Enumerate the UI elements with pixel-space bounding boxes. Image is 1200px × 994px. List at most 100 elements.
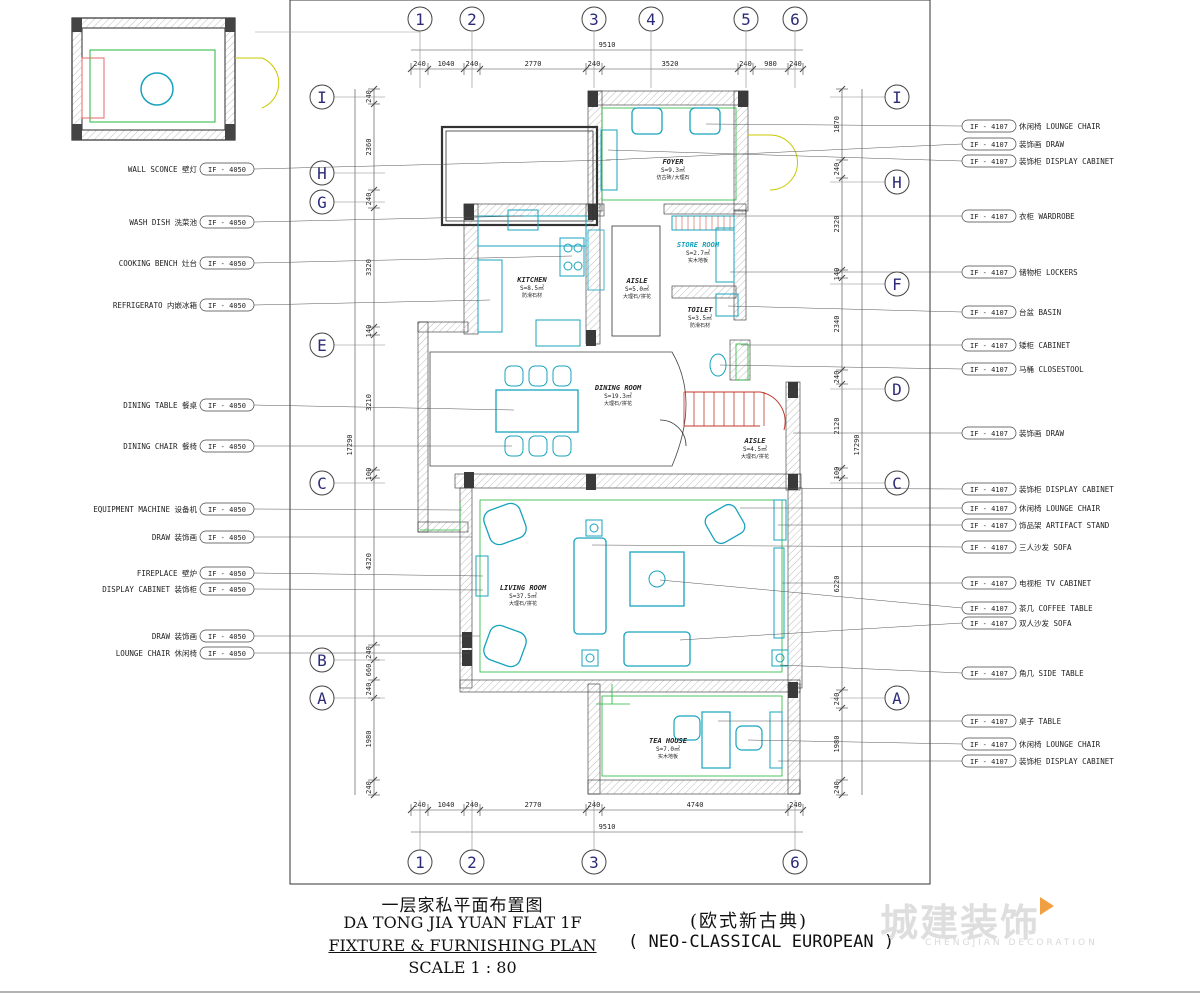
dimension-label: 4740 (687, 801, 704, 809)
pantry-cabinet (587, 229, 605, 291)
callout-code: IF - 4107 (970, 718, 1008, 726)
living-inlay (479, 499, 783, 673)
dimension-label: 100 (833, 467, 841, 480)
leader-line (253, 404, 515, 411)
room-floor: 防滑石材 (690, 322, 710, 329)
callout-code: IF - 4107 (970, 213, 1008, 221)
dimension-label: 3210 (365, 394, 373, 411)
room-floor: 实木地板 (688, 257, 708, 264)
grid-bubble (638, 6, 664, 32)
sheet-frame (289, 0, 931, 885)
room-name: TOILET (687, 306, 713, 314)
dimension-label: 1040 (438, 60, 455, 68)
room-floor: 防滑石材 (522, 292, 542, 299)
leader-line (719, 364, 963, 370)
wall-segment (463, 203, 479, 335)
callout-right: IF - 4107 休闲椅 LOUNGE CHAIR (705, 119, 1101, 133)
callout-code: IF - 4107 (970, 123, 1008, 131)
callout-badge (961, 540, 1017, 554)
callout-text: DRAW 装饰画 (152, 631, 197, 641)
lockers (715, 227, 735, 283)
callout-text: EQUIPMENT MACHINE 设备机 (93, 504, 197, 514)
breakfast-table (535, 319, 581, 347)
callout-text: REFRIGERATO 内嵌冰箱 (113, 300, 198, 310)
dimension-label: 240 (833, 781, 841, 794)
dimension-label: 980 (764, 60, 777, 68)
grid-label: B (317, 651, 327, 670)
callout-code: IF - 4050 (208, 570, 246, 578)
style-label-en: ( NEO-CLASSICAL EUROPEAN ) (628, 932, 895, 952)
callout-text: 三人沙发 SOFA (1019, 542, 1072, 552)
tea-house-inlay (601, 695, 783, 777)
leader-line (705, 123, 963, 127)
leader-line (607, 149, 963, 162)
grid-bubble (733, 6, 759, 32)
brand-arrow-icon (1040, 897, 1054, 915)
callout-badge (961, 362, 1017, 376)
dimension-label: 240 (833, 163, 841, 176)
wall-segment (454, 473, 802, 489)
room-floor: 仿古砖/大理石 (656, 174, 689, 181)
wall-segment (587, 683, 601, 795)
dimension-label: 240 (365, 781, 373, 794)
grid-bubble (782, 849, 808, 875)
grid-label: F (892, 275, 902, 294)
callout-text: 双人沙发 SOFA (1019, 618, 1072, 628)
room-name: AISLE (743, 437, 766, 445)
callout-badge (961, 714, 1017, 728)
wall-segment (671, 285, 737, 299)
dimension-label: 2120 (833, 418, 841, 435)
grid-label: 2 (467, 853, 477, 872)
grid-bubble (309, 332, 335, 358)
dimension-label: 2770 (525, 801, 542, 809)
wall-segment (787, 683, 801, 795)
aisle-panel (611, 225, 661, 337)
lounge-chair (483, 502, 527, 546)
dimension-label: 240 (833, 693, 841, 706)
room-floor: 大理石/拼花 (509, 600, 537, 607)
grid-label: 6 (790, 853, 800, 872)
callout-text: DINING TABLE 餐桌 (123, 400, 197, 410)
callout-code: IF - 4050 (208, 402, 246, 410)
callout-text: 装饰画 DRAW (1019, 139, 1065, 149)
column (462, 650, 472, 666)
room-name: LIVING ROOM (500, 584, 547, 592)
callout-text: 休闲椅 LOUNGE CHAIR (1019, 121, 1101, 131)
dimension-label: 4320 (365, 553, 373, 570)
cooking-bench (559, 237, 585, 277)
grid-label: G (317, 193, 327, 212)
lounge-chair (483, 624, 527, 668)
callout-left: DINING TABLE 餐桌 IF - 4050 (123, 398, 515, 412)
column (464, 204, 474, 220)
leader-line (779, 664, 963, 674)
callout-code: IF - 4050 (208, 506, 246, 514)
callout-code: IF - 4107 (970, 605, 1008, 613)
callout-badge (961, 305, 1017, 319)
callout-code: IF - 4050 (208, 633, 246, 641)
callout-text: 矮柜 CABINET (1019, 340, 1071, 350)
room-area: S=19.3㎡ (604, 392, 632, 400)
column (586, 474, 596, 490)
callout-code: IF - 4107 (970, 505, 1008, 513)
leader-line (727, 305, 963, 313)
two-seat-sofa (623, 631, 691, 667)
grid-bubble (581, 6, 607, 32)
wall-segment (587, 90, 749, 106)
callout-text: 储物柜 LOCKERS (1019, 267, 1078, 277)
callout-text: 台盆 BASIN (1019, 307, 1061, 317)
callout-code: IF - 4050 (208, 650, 246, 658)
